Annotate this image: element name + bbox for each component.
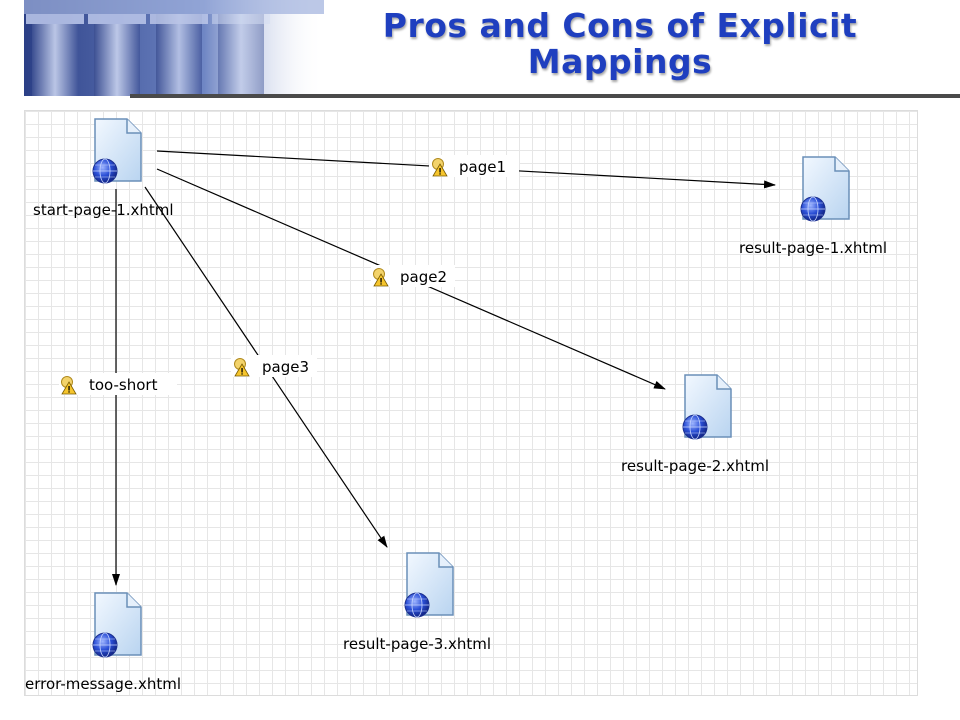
node-start-page-1-label: start-page-1.xhtml <box>33 201 174 219</box>
header-rule <box>130 94 960 98</box>
edge-label-page1[interactable]: page1 <box>429 155 519 177</box>
slide-title: Pros and Cons of Explicit Mappings <box>320 8 920 80</box>
xhtml-page-icon <box>800 156 850 222</box>
node-error-message-label: error-message.xhtml <box>25 675 181 693</box>
node-error-message[interactable]: error-message.xhtml <box>25 592 181 693</box>
edge-label-too-short-text: too-short <box>89 376 158 394</box>
node-result-page-3[interactable]: result-page-3.xhtml <box>343 552 491 653</box>
node-result-page-2-label: result-page-2.xhtml <box>621 457 769 475</box>
navigation-diagram: page1 page2 page3 too-short start-page-1… <box>25 118 887 693</box>
edge-label-page1-text: page1 <box>459 158 506 176</box>
slide-title-line-2: Mappings <box>527 42 713 81</box>
slide-title-line-1: Pros and Cons of Explicit <box>382 6 858 45</box>
xhtml-page-icon <box>92 592 142 658</box>
xhtml-page-icon <box>682 374 732 440</box>
node-result-page-2[interactable]: result-page-2.xhtml <box>621 374 769 475</box>
edge-label-page3-text: page3 <box>262 358 309 376</box>
navigation-diagram-canvas: page1 page2 page3 too-short start-page-1… <box>24 110 918 696</box>
edge-label-page2[interactable]: page2 <box>371 265 455 287</box>
header-columns-image <box>24 0 324 96</box>
edge-label-too-short[interactable]: too-short <box>59 373 177 395</box>
edge-label-page3[interactable]: page3 <box>231 355 317 377</box>
node-result-page-3-label: result-page-3.xhtml <box>343 635 491 653</box>
node-result-page-1-label: result-page-1.xhtml <box>739 239 887 257</box>
node-start-page-1[interactable]: start-page-1.xhtml <box>33 118 174 219</box>
edge-label-page2-text: page2 <box>400 268 447 286</box>
xhtml-page-icon <box>404 552 454 618</box>
xhtml-page-icon <box>92 118 142 184</box>
node-result-page-1[interactable]: result-page-1.xhtml <box>739 156 887 257</box>
